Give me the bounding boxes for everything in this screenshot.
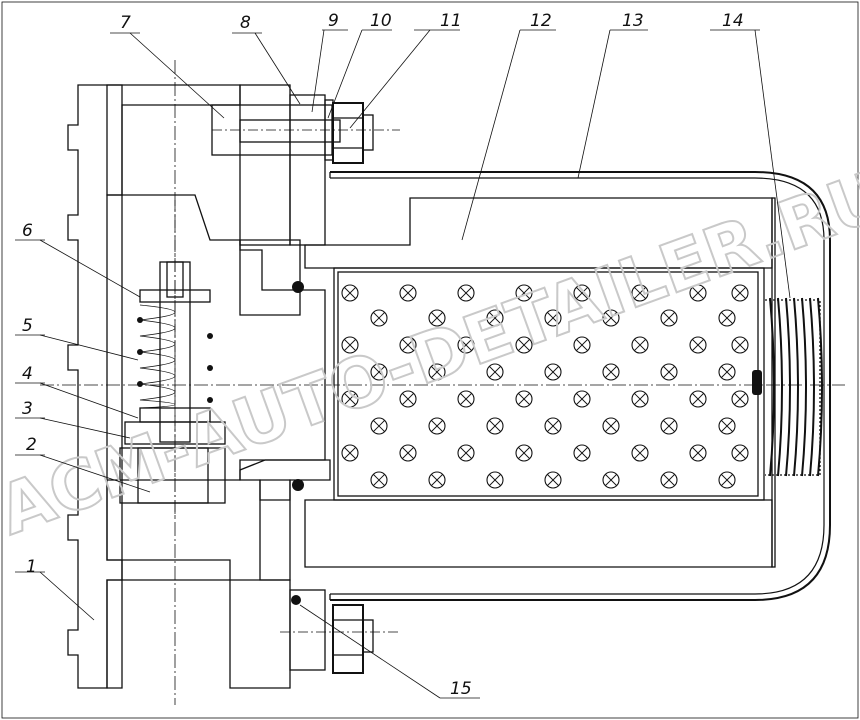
filter-element bbox=[304, 197, 776, 568]
watermark: ACM-AUTO-DETAILER.RU bbox=[0, 156, 860, 551]
callout-12: 12 bbox=[530, 11, 552, 31]
callout-11: 11 bbox=[440, 11, 462, 31]
o-ring-seals bbox=[292, 281, 762, 491]
leader-lines bbox=[15, 29, 791, 699]
callout-3: 3 bbox=[22, 399, 33, 419]
top-bolt-assembly bbox=[211, 84, 400, 246]
housing-body bbox=[67, 84, 331, 689]
callout-9: 9 bbox=[328, 11, 339, 31]
callout-4: 4 bbox=[22, 364, 33, 384]
callout-10: 10 bbox=[370, 11, 392, 31]
end-spring bbox=[765, 297, 823, 477]
callout-labels: 1 2 3 4 5 6 7 8 9 10 11 12 13 14 15 bbox=[22, 11, 744, 699]
callout-2: 2 bbox=[26, 435, 37, 455]
callout-6: 6 bbox=[22, 221, 33, 241]
callout-7: 7 bbox=[120, 13, 131, 33]
callout-5: 5 bbox=[22, 316, 33, 336]
callout-1: 1 bbox=[26, 557, 37, 577]
callout-8: 8 bbox=[240, 13, 251, 33]
callout-14: 14 bbox=[722, 11, 744, 31]
callout-15: 15 bbox=[450, 679, 472, 699]
callout-13: 13 bbox=[622, 11, 644, 31]
canister-shell bbox=[330, 171, 831, 601]
